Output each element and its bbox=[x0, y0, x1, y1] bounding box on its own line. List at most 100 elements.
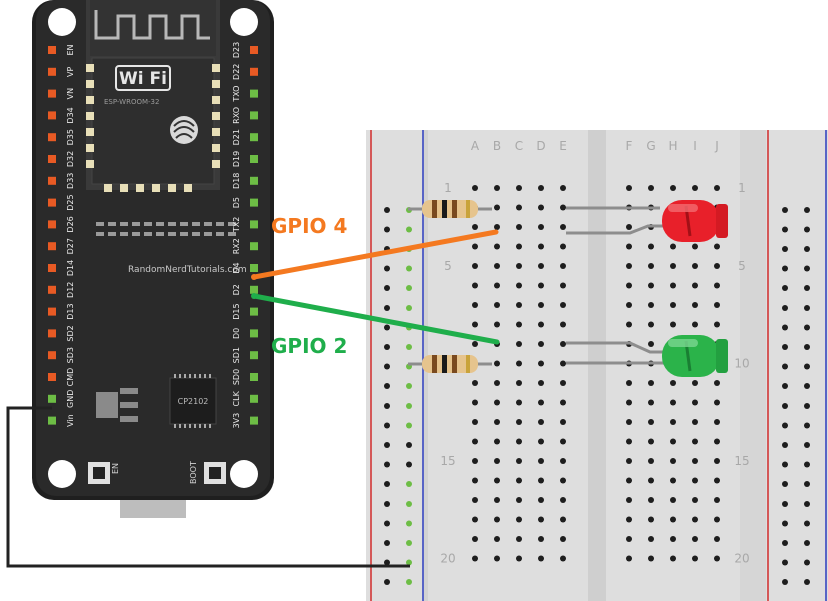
hole bbox=[516, 341, 522, 347]
mounting-hole-icon bbox=[230, 8, 258, 36]
pin-label: Vin bbox=[66, 414, 75, 427]
hole bbox=[692, 380, 698, 386]
rail-hole bbox=[782, 305, 788, 311]
hole bbox=[472, 185, 478, 191]
header-pin bbox=[250, 198, 258, 207]
row-number-right: 10 bbox=[734, 357, 749, 371]
rail-hole bbox=[782, 481, 788, 487]
header-pin bbox=[48, 351, 56, 360]
rail-hole bbox=[384, 305, 390, 311]
hole bbox=[560, 243, 566, 250]
mounting-hole-icon bbox=[48, 8, 76, 36]
pin-label: D15 bbox=[232, 303, 241, 319]
pin-label: SD1 bbox=[232, 347, 241, 363]
pin-label: SD0 bbox=[232, 369, 241, 385]
hole bbox=[516, 516, 522, 523]
smd-part bbox=[108, 232, 116, 236]
hole bbox=[494, 204, 500, 211]
column-letter: B bbox=[493, 139, 501, 153]
green-led bbox=[662, 335, 728, 377]
header-pin bbox=[250, 373, 258, 381]
hole bbox=[472, 321, 478, 328]
pin-label: D19 bbox=[232, 151, 241, 167]
header-pin bbox=[250, 220, 258, 229]
hole bbox=[714, 536, 720, 542]
rail-hole bbox=[782, 324, 788, 331]
smd-part bbox=[216, 232, 224, 236]
hole bbox=[714, 263, 720, 269]
hole bbox=[670, 282, 676, 289]
pin-label: D0 bbox=[232, 328, 241, 339]
pin-label: RXO bbox=[232, 107, 241, 124]
hole bbox=[538, 204, 544, 211]
hole bbox=[648, 399, 654, 406]
rail-hole bbox=[782, 461, 788, 468]
rail-hole bbox=[406, 383, 412, 389]
hole bbox=[714, 477, 720, 484]
module-pad bbox=[86, 128, 94, 136]
pin-label: D2 bbox=[232, 284, 241, 295]
wifi-logo-icon bbox=[115, 65, 171, 91]
hole bbox=[714, 380, 720, 386]
rail-hole bbox=[406, 305, 412, 311]
pin-label: D33 bbox=[66, 173, 75, 189]
header-pin bbox=[250, 351, 258, 360]
led-leads bbox=[566, 206, 670, 365]
rail-hole bbox=[804, 265, 810, 272]
hole bbox=[538, 302, 544, 308]
hole bbox=[714, 419, 720, 425]
rail-hole bbox=[406, 501, 412, 507]
hole bbox=[648, 302, 654, 308]
hole bbox=[472, 263, 478, 269]
pin-label: RX2 bbox=[232, 238, 241, 254]
module-pad bbox=[86, 64, 94, 72]
gpio4-label: GPIO 4 bbox=[271, 214, 348, 238]
column-letter: D bbox=[536, 139, 545, 153]
brand-text: RandomNerdTutorials.com bbox=[128, 265, 247, 275]
hole bbox=[516, 204, 522, 211]
module-pad bbox=[212, 160, 220, 168]
hole bbox=[538, 341, 544, 347]
header-pin bbox=[48, 242, 56, 251]
module-pad bbox=[212, 64, 220, 72]
module-pad bbox=[212, 96, 220, 104]
hole bbox=[560, 263, 566, 269]
row-number-right: 20 bbox=[734, 552, 749, 566]
hole bbox=[516, 438, 522, 445]
rail-hole bbox=[804, 207, 810, 213]
en-button-label: EN bbox=[111, 463, 120, 474]
hole bbox=[472, 516, 478, 523]
module-pad bbox=[86, 144, 94, 152]
rail-hole bbox=[384, 481, 390, 487]
rail-hole bbox=[804, 363, 810, 370]
smd-part bbox=[228, 232, 236, 236]
module-pad bbox=[212, 128, 220, 136]
rail-hole bbox=[384, 461, 390, 468]
hole bbox=[670, 185, 676, 191]
hole bbox=[560, 516, 566, 523]
header-pin bbox=[48, 394, 56, 403]
rail-hole bbox=[782, 579, 788, 585]
hole bbox=[692, 243, 698, 250]
hole bbox=[538, 438, 544, 445]
hole bbox=[648, 341, 654, 347]
hole bbox=[692, 321, 698, 328]
header-pin bbox=[48, 133, 56, 142]
rail-hole bbox=[782, 344, 788, 350]
hole bbox=[560, 204, 566, 211]
header-pin bbox=[250, 89, 258, 98]
hole bbox=[494, 282, 500, 289]
header-pin bbox=[250, 285, 258, 294]
hole bbox=[626, 497, 632, 503]
rail-hole bbox=[782, 540, 788, 546]
hole bbox=[670, 555, 676, 562]
header-pin bbox=[250, 176, 258, 185]
hole bbox=[560, 321, 566, 328]
hole bbox=[626, 243, 632, 250]
rail-hole bbox=[804, 461, 810, 468]
module-pad bbox=[86, 160, 94, 168]
hole bbox=[538, 321, 544, 328]
hole bbox=[670, 516, 676, 523]
hole bbox=[538, 224, 544, 230]
